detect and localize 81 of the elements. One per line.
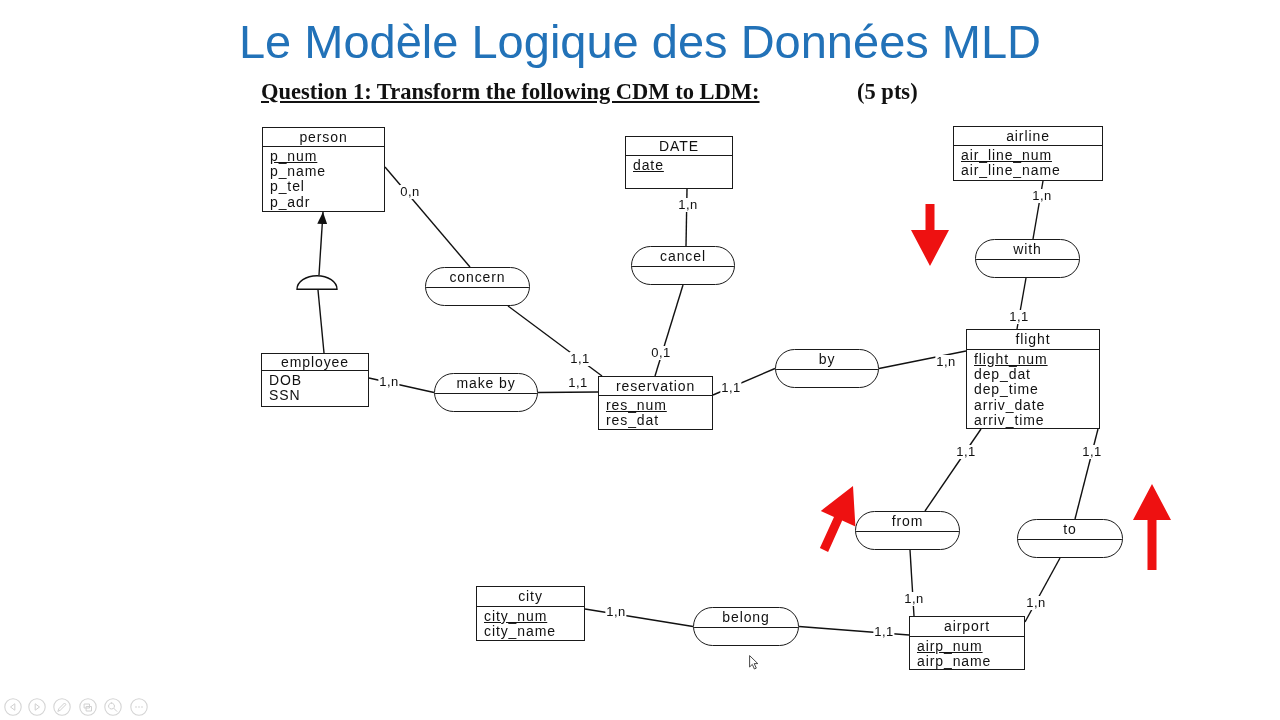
connector-line <box>654 284 684 377</box>
cardinality-label: 0,1 <box>650 346 672 360</box>
connector-line <box>924 428 982 512</box>
attribute-name: res_dat <box>606 412 659 429</box>
entity-box <box>261 353 369 407</box>
entity-box <box>625 136 733 189</box>
inheritance-symbol <box>296 275 338 290</box>
entity-name: airline <box>1006 128 1050 144</box>
identifier-attribute: res_num <box>606 397 667 413</box>
entity-name: employee <box>281 354 349 370</box>
connector-line <box>798 625 910 636</box>
association-name: from <box>891 513 924 529</box>
identifier-attribute: p_num <box>270 148 318 164</box>
attribute-name: airp_name <box>917 653 992 670</box>
cardinality-label: 1,n <box>677 198 699 212</box>
cardinality-label: 1,n <box>1031 189 1053 203</box>
cardinality-label: 1,n <box>378 375 400 389</box>
association-name: to <box>1063 521 1077 537</box>
association-name: with <box>1013 241 1042 257</box>
cardinality-label: 1,1 <box>720 381 742 395</box>
connector-line <box>712 367 776 396</box>
connector-line <box>685 188 688 247</box>
cardinality-label: 1,n <box>1025 596 1047 610</box>
association-name: belong <box>722 609 770 625</box>
attribute-name: p_tel <box>270 178 305 195</box>
points-label: (5 pts) <box>857 79 918 104</box>
entity-box <box>909 616 1025 670</box>
entity-box <box>262 127 385 212</box>
connector-line <box>584 608 694 628</box>
identifier-attribute: date <box>633 157 664 173</box>
attribute-name: air_line_name <box>961 162 1061 179</box>
connector-line <box>878 350 967 370</box>
attribute-name: p_name <box>270 163 326 180</box>
connector-line <box>1024 557 1061 623</box>
connector-line <box>909 549 915 617</box>
cardinality-label: 1,n <box>605 605 627 619</box>
identifier-attribute: flight_num <box>974 351 1048 367</box>
cardinality-label: 1,1 <box>955 445 977 459</box>
attribute-name: DOB <box>269 372 303 388</box>
attribute-name: city_name <box>484 623 556 640</box>
entity-box <box>598 376 713 430</box>
entity-name: reservation <box>615 378 696 394</box>
entity-box <box>966 329 1100 429</box>
entity-name: airport <box>944 618 990 634</box>
identifier-attribute: city_num <box>484 608 548 624</box>
cardinality-label: 1,n <box>935 355 957 369</box>
entity-box <box>476 586 585 641</box>
association-name: by <box>818 351 836 367</box>
cardinality-label: 1,n <box>903 592 925 606</box>
cardinality-label: 1,1 <box>1081 445 1103 459</box>
arrow <box>317 211 328 276</box>
identifier-attribute: airp_num <box>917 638 983 654</box>
attribute-name: dep_time <box>974 381 1039 398</box>
attribute-name: arriv_time <box>974 411 1045 428</box>
connector-line <box>384 166 471 268</box>
cardinality-label: 1,1 <box>1008 310 1030 324</box>
cardinality-label: 1,1 <box>873 625 895 639</box>
association-name: concern <box>449 269 506 285</box>
association-name: make by <box>456 375 516 391</box>
identifier-attribute: air_line_num <box>961 147 1052 163</box>
entity-name: city <box>518 588 543 604</box>
entity-box <box>953 126 1103 181</box>
connector-line <box>1074 428 1099 520</box>
entity-name: flight <box>1015 331 1051 347</box>
cardinality-label: 1,1 <box>567 376 589 390</box>
cardinality-label: 1,1 <box>569 352 591 366</box>
connector-line <box>537 391 599 394</box>
attribute-name: SSN <box>269 387 301 404</box>
attribute-name: arriv_date <box>974 396 1046 413</box>
attribute-name: p_adr <box>270 193 311 210</box>
cardinality-label: 0,n <box>399 185 421 199</box>
connector-line <box>1032 180 1044 240</box>
association-name: cancel <box>660 248 706 264</box>
slide-title: Le Modèle Logique des Données MLD <box>238 14 1042 70</box>
entity-name: person <box>299 129 348 145</box>
connector-line <box>1016 277 1027 330</box>
connector-line <box>507 305 603 377</box>
question-heading: Question 1: Transform the following CDM to LDM: <box>261 79 760 104</box>
attribute-name: dep_dat <box>974 366 1031 383</box>
connector-line <box>317 289 325 354</box>
entity-name: DATE <box>659 138 699 154</box>
